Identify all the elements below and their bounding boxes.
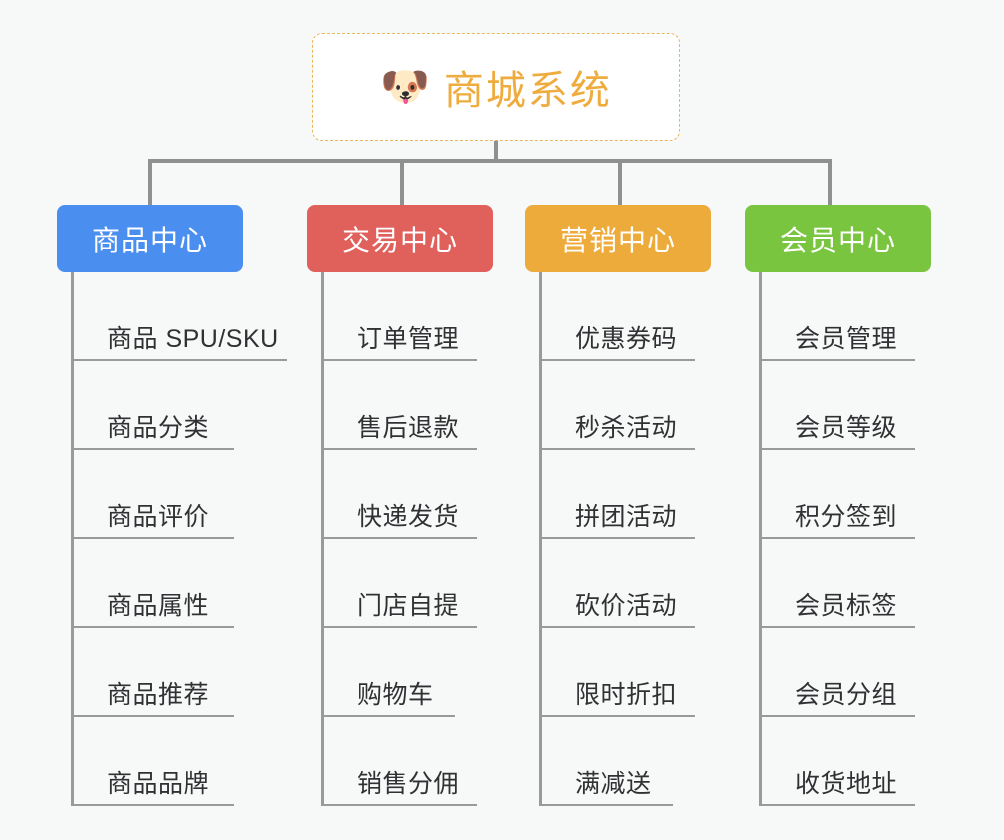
leaf-underline <box>542 626 695 628</box>
leaf-label: 商品品牌 <box>107 770 210 798</box>
leaf-label: 限时折扣 <box>575 681 678 709</box>
leaf-list-marketing-center: 优惠券码 秒杀活动 拼团活动 砍价活动 限时折扣 满减送 <box>539 272 740 806</box>
leaf-item[interactable]: 销售分佣 <box>324 717 522 806</box>
leaf-underline <box>74 715 234 717</box>
leaf-label: 收货地址 <box>795 770 898 798</box>
leaf-label: 商品推荐 <box>107 681 210 709</box>
leaf-item[interactable]: 会员分组 <box>762 628 960 717</box>
leaf-underline <box>74 448 234 450</box>
leaf-item[interactable]: 砍价活动 <box>542 539 740 628</box>
leaf-underline <box>762 626 915 628</box>
leaf-label: 订单管理 <box>357 325 460 353</box>
branch-marketing-center: 营销中心 优惠券码 秒杀活动 拼团活动 砍价活动 限时折扣 <box>525 205 740 806</box>
leaf-underline <box>762 448 915 450</box>
leaf-item[interactable]: 商品品牌 <box>74 717 287 806</box>
leaf-label: 商品评价 <box>107 503 210 531</box>
leaf-underline <box>762 804 915 806</box>
branch-header-member-center[interactable]: 会员中心 <box>745 205 931 272</box>
leaf-underline <box>324 448 477 450</box>
connector-root-stem <box>494 141 498 163</box>
leaf-underline <box>74 626 234 628</box>
leaf-underline <box>542 448 695 450</box>
leaf-label: 秒杀活动 <box>575 414 678 442</box>
dog-face-icon: 🐶 <box>380 65 430 109</box>
leaf-underline <box>762 537 915 539</box>
leaf-label: 积分签到 <box>795 503 898 531</box>
leaf-label: 商品 SPU/SKU <box>107 325 279 353</box>
leaf-label: 商品分类 <box>107 414 210 442</box>
branch-header-label: 交易中心 <box>341 224 458 256</box>
leaf-item[interactable]: 会员标签 <box>762 539 960 628</box>
leaf-list-member-center: 会员管理 会员等级 积分签到 会员标签 会员分组 收货地址 <box>759 272 960 806</box>
leaf-item[interactable]: 商品 SPU/SKU <box>74 272 287 361</box>
leaf-underline <box>542 715 695 717</box>
leaf-item[interactable]: 积分签到 <box>762 450 960 539</box>
leaf-underline <box>74 804 234 806</box>
leaf-label: 购物车 <box>357 681 434 709</box>
leaf-label: 砍价活动 <box>575 592 678 620</box>
leaf-list-product-center: 商品 SPU/SKU 商品分类 商品评价 商品属性 商品推荐 商品品牌 <box>71 272 287 806</box>
leaf-label: 快递发货 <box>357 503 460 531</box>
branch-product-center: 商品中心 商品 SPU/SKU 商品分类 商品评价 商品属性 商品推荐 <box>57 205 287 806</box>
root-node-mall-system[interactable]: 🐶 商城系统 <box>312 33 680 141</box>
branch-member-center: 会员中心 会员管理 会员等级 积分签到 会员标签 会员分组 <box>745 205 960 806</box>
leaf-item[interactable]: 会员管理 <box>762 272 960 361</box>
connector-drop-trade-center <box>400 159 404 207</box>
leaf-item[interactable]: 商品属性 <box>74 539 287 628</box>
leaf-underline <box>762 359 915 361</box>
leaf-label: 销售分佣 <box>357 770 460 798</box>
leaf-label: 门店自提 <box>357 592 460 620</box>
leaf-label: 会员分组 <box>795 681 898 709</box>
connector-horizontal-bus <box>148 159 832 163</box>
leaf-item[interactable]: 秒杀活动 <box>542 361 740 450</box>
leaf-underline <box>324 804 477 806</box>
branch-header-product-center[interactable]: 商品中心 <box>57 205 243 272</box>
leaf-label: 拼团活动 <box>575 503 678 531</box>
leaf-item[interactable]: 拼团活动 <box>542 450 740 539</box>
branch-header-label: 会员中心 <box>779 224 896 256</box>
leaf-item[interactable]: 商品评价 <box>74 450 287 539</box>
leaf-underline <box>542 359 695 361</box>
leaf-underline <box>74 537 234 539</box>
leaf-item[interactable]: 会员等级 <box>762 361 960 450</box>
connector-drop-product-center <box>148 159 152 207</box>
branch-header-marketing-center[interactable]: 营销中心 <box>525 205 711 272</box>
leaf-item[interactable]: 限时折扣 <box>542 628 740 717</box>
leaf-item[interactable]: 商品分类 <box>74 361 287 450</box>
leaf-underline <box>542 804 673 806</box>
leaf-list-trade-center: 订单管理 售后退款 快递发货 门店自提 购物车 销售分佣 <box>321 272 522 806</box>
connector-drop-member-center <box>828 159 832 207</box>
branch-header-label: 商品中心 <box>91 224 208 256</box>
leaf-underline <box>542 537 695 539</box>
leaf-label: 会员标签 <box>795 592 898 620</box>
leaf-item[interactable]: 快递发货 <box>324 450 522 539</box>
leaf-label: 商品属性 <box>107 592 210 620</box>
leaf-label: 优惠券码 <box>575 325 678 353</box>
leaf-item[interactable]: 门店自提 <box>324 539 522 628</box>
leaf-underline <box>324 715 455 717</box>
leaf-underline <box>324 359 477 361</box>
leaf-label: 满减送 <box>575 770 652 798</box>
leaf-underline <box>74 359 287 361</box>
connector-drop-marketing-center <box>618 159 622 207</box>
leaf-item[interactable]: 购物车 <box>324 628 522 717</box>
leaf-item[interactable]: 优惠券码 <box>542 272 740 361</box>
branch-header-label: 营销中心 <box>559 224 676 256</box>
leaf-underline <box>324 626 477 628</box>
leaf-item[interactable]: 收货地址 <box>762 717 960 806</box>
root-node-title: 商城系统 <box>443 69 612 113</box>
leaf-item[interactable]: 售后退款 <box>324 361 522 450</box>
branch-trade-center: 交易中心 订单管理 售后退款 快递发货 门店自提 购物车 <box>307 205 522 806</box>
leaf-item[interactable]: 订单管理 <box>324 272 522 361</box>
leaf-underline <box>762 715 915 717</box>
leaf-label: 会员等级 <box>795 414 898 442</box>
leaf-label: 售后退款 <box>357 414 460 442</box>
leaf-label: 会员管理 <box>795 325 898 353</box>
branch-header-trade-center[interactable]: 交易中心 <box>307 205 493 272</box>
leaf-item[interactable]: 满减送 <box>542 717 740 806</box>
leaf-item[interactable]: 商品推荐 <box>74 628 287 717</box>
leaf-underline <box>324 537 477 539</box>
